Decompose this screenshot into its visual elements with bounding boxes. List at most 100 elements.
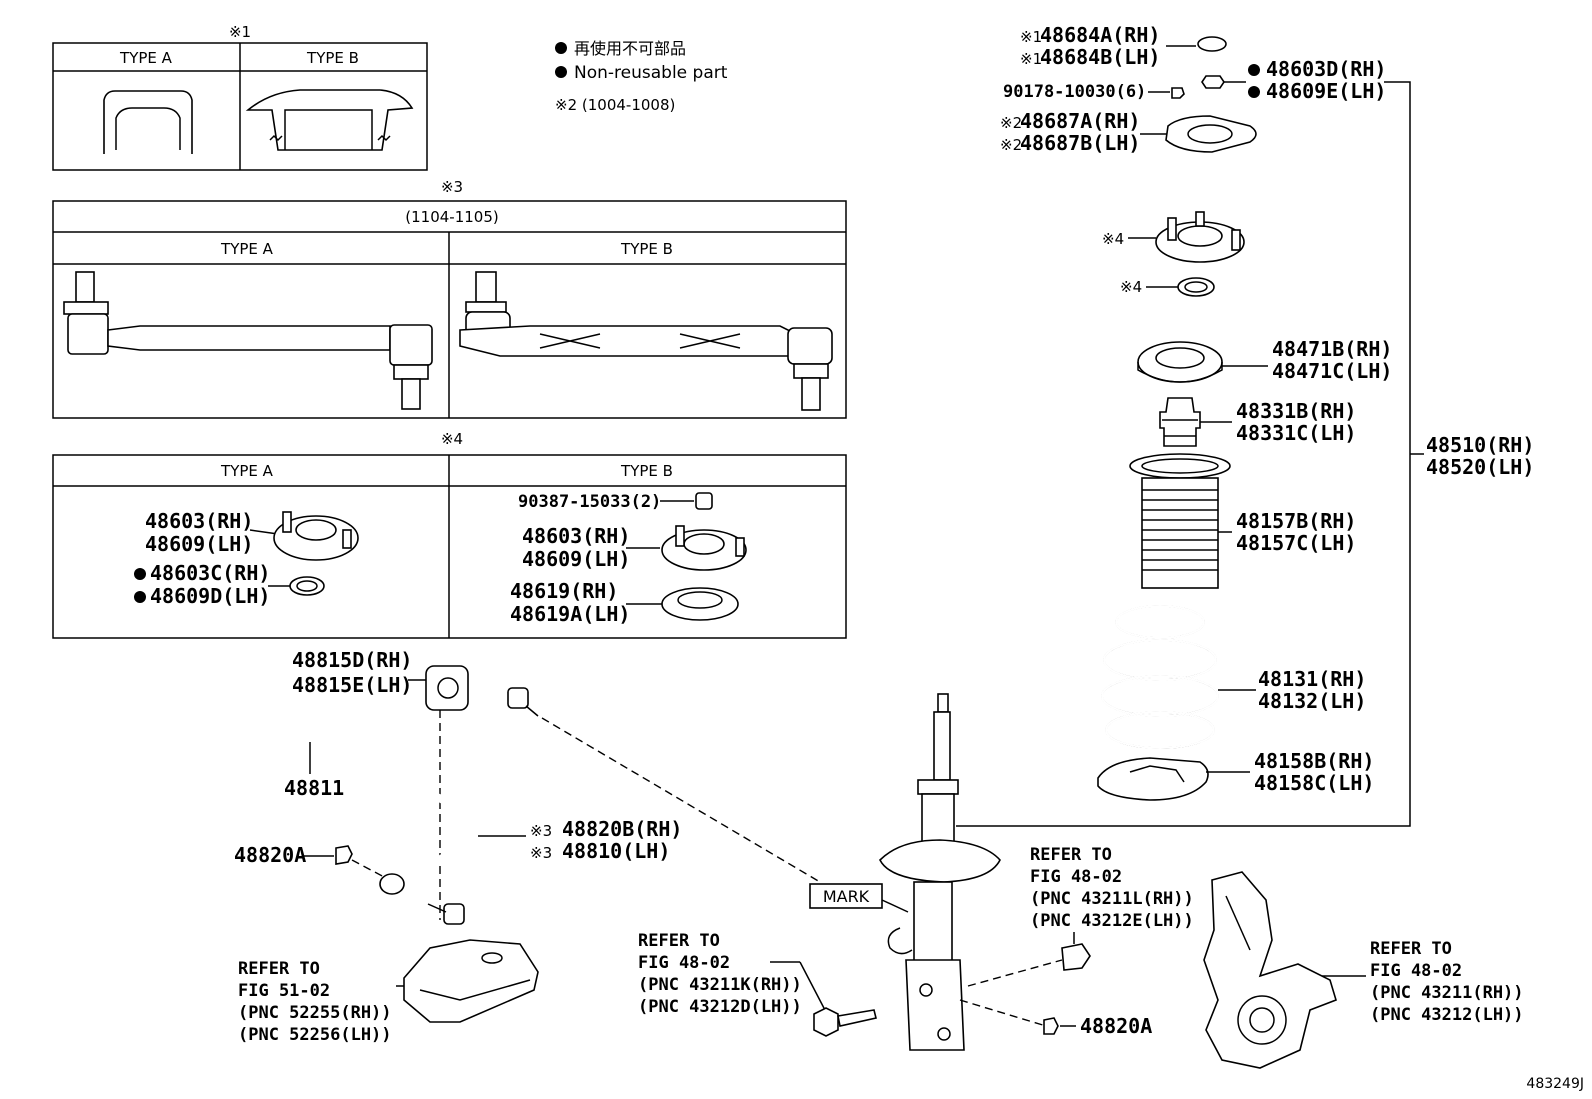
label-boot-rh: 48157B(RH): [1236, 509, 1356, 533]
inset4-a-ring-lh: 48609D(LH): [150, 584, 270, 608]
ref3-line1: REFER TO: [1030, 845, 1112, 865]
nut-right-drawing: [1043, 1017, 1059, 1035]
legend-non-reusable-en: Non-reusable part: [574, 63, 728, 83]
label-seat-rh: 48471B(RH): [1272, 337, 1392, 361]
ref1-line4: (PNC 52256(LH)): [238, 1025, 392, 1045]
cap-type-b-drawing: [245, 89, 414, 151]
legend: 再使用不可部品 Non-reusable part ※2 (1004-1008): [555, 39, 728, 114]
plate-mark: ※2: [1000, 114, 1022, 132]
ref2-line3: (PNC 43211K(RH)): [638, 975, 802, 995]
ref2-line4: (PNC 43212D(LH)): [638, 997, 802, 1017]
steering-knuckle-drawing: [1203, 871, 1337, 1069]
ring-drawing: [1177, 277, 1215, 297]
label-assy-lh: 48520(LH): [1426, 455, 1534, 479]
ref4-line4: (PNC 43212(LH)): [1370, 1005, 1524, 1025]
support-mount-b-drawing: [661, 525, 747, 571]
cap-mark: ※1: [1020, 28, 1042, 46]
label-nut-right: 48820A: [1080, 1014, 1152, 1038]
inset1-type-b: TYPE B: [306, 49, 359, 67]
bushing-drawing: [425, 665, 469, 711]
mark-box: [809, 883, 883, 909]
label-bush-lh: 48815E(LH): [292, 673, 412, 697]
inset3-mark: ※3: [441, 178, 463, 196]
label-link-rh: 48820B(RH): [562, 817, 682, 841]
label-insul-lh: 48158C(LH): [1254, 771, 1374, 795]
link-type-a-drawing: [63, 271, 433, 410]
support-mount-drawing: [1155, 211, 1245, 263]
label-mark4b: ※4: [1120, 278, 1142, 296]
stabilizer-link-drawing: [427, 687, 539, 925]
inset4-a-mount-lh: 48609(LH): [145, 532, 253, 556]
shock-absorber-drawing: [879, 693, 1001, 1051]
legend-note2: ※2 (1004-1008): [555, 96, 675, 114]
label-insul-rh: 48158B(RH): [1254, 749, 1374, 773]
label-plate-rh: 48687A(RH): [1020, 109, 1140, 133]
coil-spring-drawing: [1101, 605, 1219, 749]
inset-3: ※3 (1104-1105) TYPE A TYPE B: [52, 178, 847, 419]
bolt-b-drawing: [695, 492, 713, 510]
mark-label: MARK: [823, 887, 870, 906]
upper-plate-drawing: [1165, 115, 1257, 153]
inset-4: ※4 TYPE A TYPE B 48603(RH) 48609(LH) 486…: [52, 430, 847, 639]
ring-a-drawing: [289, 576, 325, 596]
inset-1: ※1 TYPE A TYPE B: [52, 23, 428, 171]
label-link-lh: 48810(LH): [562, 839, 670, 863]
bearing-b-drawing: [661, 587, 739, 621]
bump-stopper-drawing: [1159, 397, 1201, 447]
inset4-a-ring-rh: 48603C(RH): [150, 561, 270, 585]
legend-non-reusable-jp: 再使用不可部品: [574, 39, 686, 58]
ref4-line2: FIG 48-02: [1370, 961, 1462, 981]
label-seat-lh: 48471C(LH): [1272, 359, 1392, 383]
label-cap-lh: 48684B(LH): [1040, 45, 1160, 69]
washer-nut-drawing: [1061, 943, 1091, 971]
spring-seat-drawing: [1137, 341, 1223, 383]
strut-stack: ※1 48684A(RH) ※1 48684B(LH) 48603D(RH) 4…: [956, 23, 1534, 827]
ref1-line2: FIG 51-02: [238, 981, 330, 1001]
label-nut-rh: 48603D(RH): [1266, 57, 1386, 81]
dust-cap-drawing: [1197, 36, 1227, 52]
label-bush-rh: 48815D(RH): [292, 648, 412, 672]
non-reusable-dot-icon: [1248, 86, 1260, 98]
inset3-type-b: TYPE B: [620, 240, 673, 258]
cap-type-a-drawing: [103, 90, 193, 154]
ref2-line1: REFER TO: [638, 931, 720, 951]
link-mark: ※3: [530, 822, 552, 840]
support-mount-a-drawing: [273, 511, 359, 561]
ref1-line3: (PNC 52255(RH)): [238, 1003, 392, 1023]
non-reusable-dot-icon: [1248, 64, 1260, 76]
inset1-type-a: TYPE A: [119, 49, 173, 67]
stabilizer-area: 48815D(RH) 48815E(LH) 48811 48820A: [234, 648, 821, 1045]
stabilizer-bar-drawing: [240, 686, 469, 895]
bolt-drawing: [813, 1007, 877, 1037]
label-bump-lh: 48331C(LH): [1236, 421, 1356, 445]
label-stabilizer: 48811: [284, 776, 344, 800]
non-reusable-dot-icon: [555, 66, 567, 78]
non-reusable-dot-icon: [134, 568, 146, 580]
label-cap-rh: 48684A(RH): [1040, 23, 1160, 47]
ref3-line4: (PNC 43212E(LH)): [1030, 911, 1194, 931]
link-type-b-drawing: [459, 271, 833, 411]
inset4-type-b: TYPE B: [620, 462, 673, 480]
label-bolt-90178: 90178-10030(6): [1003, 82, 1146, 102]
label-spring-lh: 48132(LH): [1258, 689, 1366, 713]
inset1-mark: ※1: [229, 23, 251, 41]
label-nut-left: 48820A: [234, 843, 306, 867]
ref2-line2: FIG 48-02: [638, 953, 730, 973]
ref1-line1: REFER TO: [238, 959, 320, 979]
inset4-b-bolt: 90387-15033(2): [518, 492, 661, 512]
label-spring-rh: 48131(RH): [1258, 667, 1366, 691]
non-reusable-dot-icon: [555, 42, 567, 54]
inset4-mark: ※4: [441, 430, 463, 448]
inset4-type-a: TYPE A: [220, 462, 274, 480]
label-mark4a: ※4: [1102, 230, 1124, 248]
mark-clip-drawing: [887, 927, 913, 955]
label-assy-rh: 48510(RH): [1426, 433, 1534, 457]
cap-mark-2: ※1: [1020, 50, 1042, 68]
dust-boot-drawing: [1129, 453, 1231, 589]
ref3-line2: FIG 48-02: [1030, 867, 1122, 887]
nut-drawing: [1201, 75, 1225, 89]
inset4-b-mount-rh: 48603(RH): [522, 524, 630, 548]
ref4-line3: (PNC 43211(RH)): [1370, 983, 1524, 1003]
inset4-a-mount-rh: 48603(RH): [145, 509, 253, 533]
